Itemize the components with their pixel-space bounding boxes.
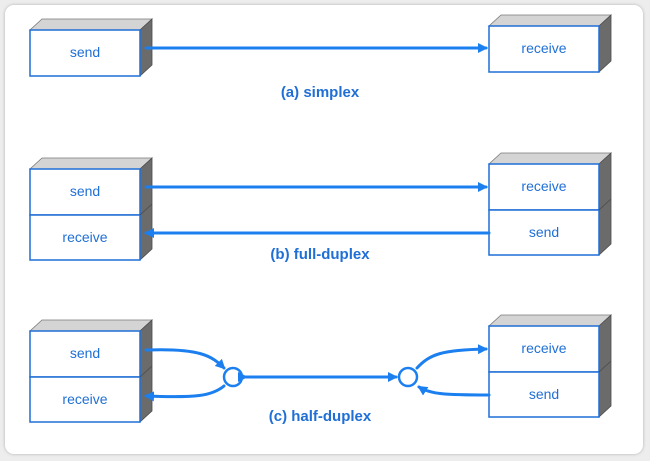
simplex-section: send receive (a) simplex (28, 14, 613, 101)
simplex-caption: (a) simplex (281, 84, 360, 101)
half-duplex-left-receive-label: receive (62, 391, 107, 407)
half-duplex-caption: (c) half-duplex (269, 408, 372, 425)
full-duplex-caption: (b) full-duplex (270, 246, 370, 263)
full-duplex-right-stack: receive send (487, 152, 613, 256)
full-duplex-left-receive-label: receive (62, 229, 107, 245)
half-duplex-left-receive-wire (144, 384, 226, 402)
full-duplex-section: send receive receive send (b) full-duple… (28, 152, 613, 263)
full-duplex-right-receive-label: receive (521, 178, 566, 194)
half-duplex-left-send-label: send (70, 345, 100, 361)
half-duplex-left-send-wire (144, 348, 226, 370)
half-duplex-right-switch-node (397, 366, 419, 388)
full-duplex-left-stack: send receive (28, 157, 154, 261)
half-duplex-right-receive-label: receive (521, 340, 566, 356)
simplex-right-box: receive (487, 14, 613, 73)
simplex-receive-label: receive (521, 40, 566, 56)
simplex-left-box: send (28, 18, 154, 77)
full-duplex-left-send-label: send (70, 183, 100, 199)
simplex-send-label: send (70, 44, 100, 60)
half-duplex-section: send receive receive send (c) half-duple… (28, 314, 613, 425)
full-duplex-right-send-label: send (529, 224, 559, 240)
half-duplex-left-switch-node (222, 366, 244, 388)
half-duplex-right-send-label: send (529, 386, 559, 402)
half-duplex-right-stack: receive send (487, 314, 613, 418)
half-duplex-left-stack: send receive (28, 319, 154, 423)
half-duplex-right-send-wire (417, 385, 491, 397)
half-duplex-right-receive-wire (415, 344, 488, 370)
